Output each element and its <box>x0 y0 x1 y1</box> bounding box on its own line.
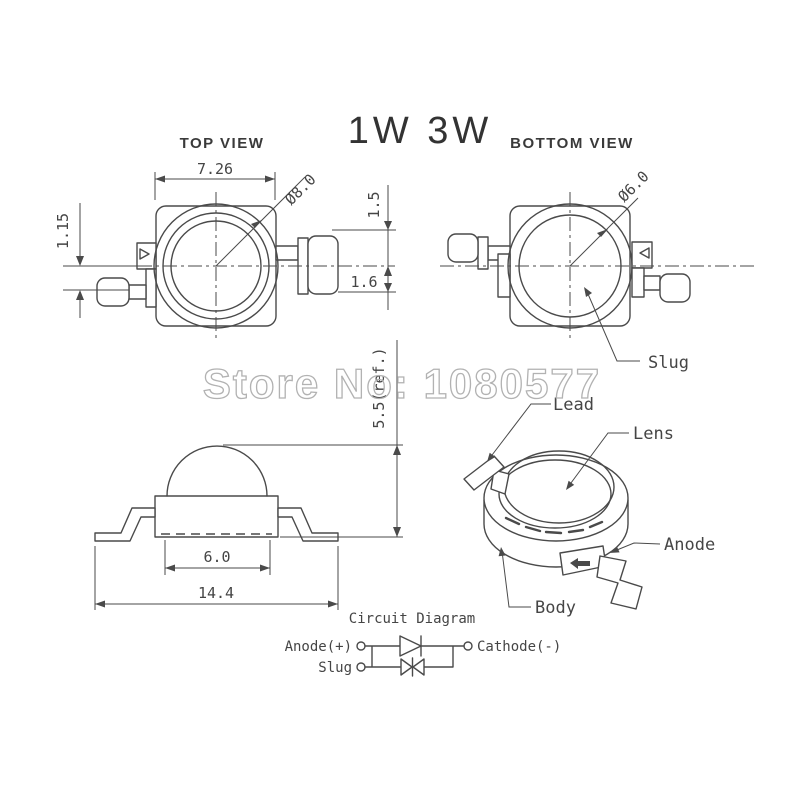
protection-diode-left <box>400 658 413 676</box>
bottom-view-right-lead <box>659 273 691 303</box>
dim-top-width: 7.26 <box>197 160 233 178</box>
perspective-upper-lead <box>463 455 505 491</box>
polarity-notch <box>139 248 150 260</box>
dim-overall-width: 14.4 <box>198 584 234 602</box>
circuit-anode-label: Anode(+) <box>285 639 352 655</box>
circuit-cathode-label: Cathode(-) <box>477 639 561 655</box>
circuit-wires <box>364 645 465 668</box>
anode-label: Anode <box>664 535 715 555</box>
circuit-slug-label: Slug <box>318 660 352 676</box>
store-watermark: Store No: 1080577 <box>203 360 601 407</box>
top-view-right-lead-neck <box>275 245 299 261</box>
dim-slug-diameter: Ø6.0 <box>614 167 652 205</box>
lens-label: Lens <box>633 424 674 444</box>
bottom-view-left-lead <box>447 233 479 263</box>
top-view-left-lead <box>96 277 130 307</box>
side-view-body <box>154 495 279 538</box>
perspective-view-drawing: Lead Lens Anode Body <box>463 395 715 618</box>
perspective-ring-marks <box>504 516 604 535</box>
cathode-terminal <box>463 641 473 651</box>
top-view-drawing: 7.26 Ø8.0 1.15 1.5 1.6 <box>54 160 396 340</box>
circuit-diagram: Circuit Diagram Anode(+) Slug Cathode(-) <box>285 611 561 677</box>
circuit-title: Circuit Diagram <box>349 611 475 627</box>
top-view-label: TOP VIEW <box>180 135 265 152</box>
top-view-right-lead <box>307 235 339 295</box>
polarity-notch <box>639 247 650 259</box>
dim-height: 5.5(ref.) <box>370 347 388 428</box>
bottom-view-right-step <box>631 267 645 298</box>
bottom-view-label: BOTTOM VIEW <box>510 135 634 152</box>
dim-lead-offset: 1.15 <box>54 213 72 249</box>
dim-lead-bottom: 1.6 <box>350 273 377 291</box>
top-view-left-lead-neck <box>128 284 147 300</box>
body-label: Body <box>535 598 576 618</box>
bottom-view-left-step <box>497 253 511 298</box>
dim-lead-top: 1.5 <box>365 191 383 218</box>
page-title: 1W 3W <box>348 110 493 152</box>
protection-diode-right <box>412 658 425 676</box>
slug-terminal <box>356 662 366 672</box>
perspective-lead-clip <box>490 469 510 495</box>
bottom-view-left-lead-flange <box>477 236 489 270</box>
side-view-drawing: 6.0 14.4 5.5(ref.) <box>94 340 403 610</box>
lead-label: Lead <box>553 395 594 415</box>
perspective-inner-ring <box>498 459 612 529</box>
anode-terminal <box>356 641 366 651</box>
slug-label: Slug <box>648 353 689 373</box>
side-view-lens-dome <box>166 445 268 497</box>
bottom-view-drawing: Ø6.0 Slug <box>440 167 755 373</box>
bottom-view-right-lead-neck <box>643 275 661 291</box>
perspective-lower-lead <box>596 555 643 610</box>
dim-base-width: 6.0 <box>203 548 230 566</box>
side-view-left-lead <box>94 507 156 542</box>
dim-outer-diameter: Ø8.0 <box>281 170 319 208</box>
led-diode-symbol <box>399 635 422 657</box>
side-view-right-lead <box>277 507 339 542</box>
anode-mark <box>570 558 590 569</box>
